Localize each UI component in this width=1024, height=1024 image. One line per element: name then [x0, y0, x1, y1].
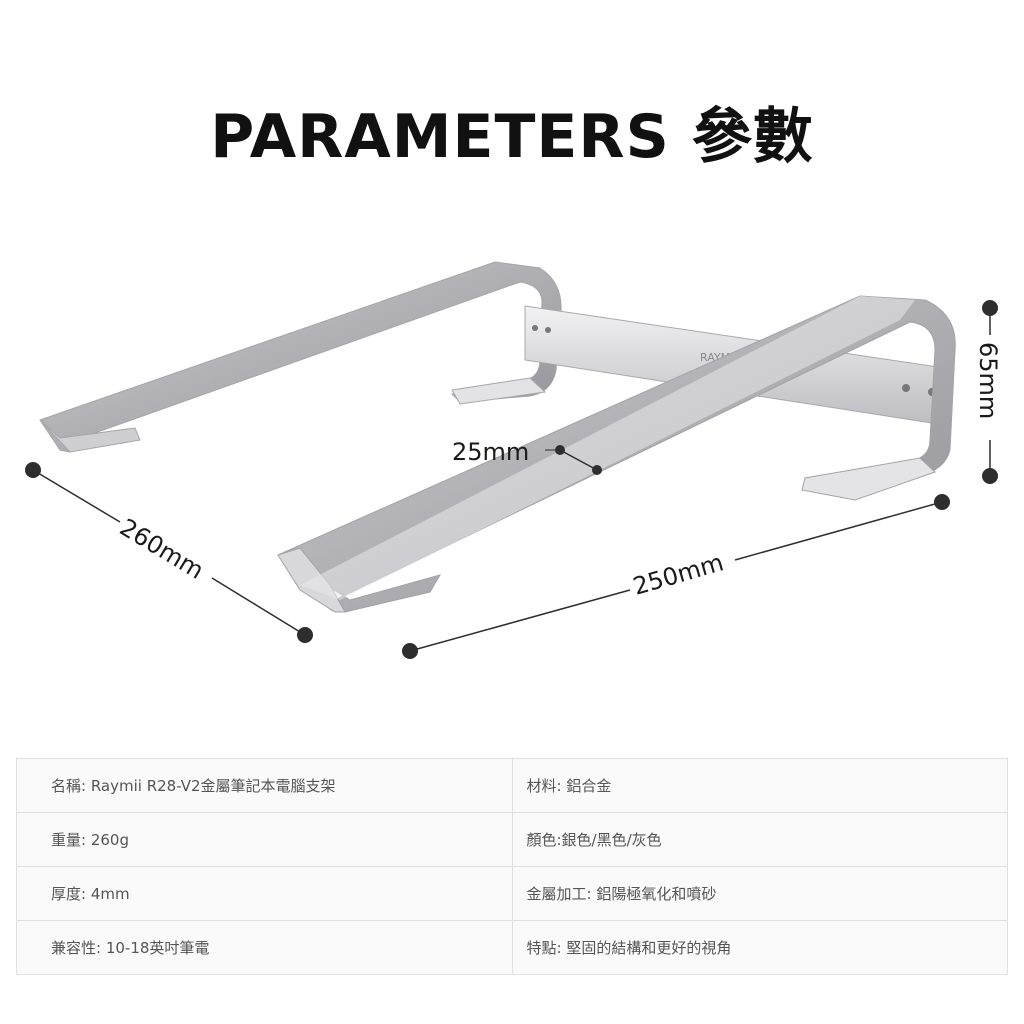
spec-material: 材料: 鋁合金 — [511, 758, 1008, 813]
table-row: 名稱: Raymii R28-V2金屬筆記本電腦支架 材料: 鋁合金 — [16, 758, 1008, 813]
table-row: 重量: 260g 顏色:銀色/黑色/灰色 — [16, 812, 1008, 867]
spec-table: 名稱: Raymii R28-V2金屬筆記本電腦支架 材料: 鋁合金 重量: 2… — [16, 758, 1008, 975]
front-arm — [276, 295, 956, 613]
back-arm — [39, 261, 562, 453]
length-label: 260mm — [115, 513, 209, 585]
height-label: 65mm — [974, 342, 1002, 419]
spec-finish: 金屬加工: 鋁陽極氧化和噴砂 — [511, 866, 1008, 921]
page-title: PARAMETERS 參數 — [210, 102, 814, 172]
table-row: 厚度: 4mm 金屬加工: 鋁陽極氧化和噴砂 — [16, 866, 1008, 921]
spec-colors: 顏色:銀色/黑色/灰色 — [511, 812, 1008, 867]
spec-name: 名稱: Raymii R28-V2金屬筆記本電腦支架 — [16, 758, 513, 813]
thickness-label: 25mm — [452, 438, 529, 466]
thickness-dimension: 25mm — [452, 438, 602, 475]
spec-features: 特點: 堅固的結構和更好的視角 — [511, 920, 1008, 975]
spec-weight: 重量: 260g — [16, 812, 513, 867]
table-row: 兼容性: 10-18英吋筆電 特點: 堅固的結構和更好的視角 — [16, 920, 1008, 975]
length-dimension: 260mm — [25, 462, 313, 643]
width-label: 250mm — [630, 548, 727, 600]
height-dimension: 65mm — [974, 300, 1002, 484]
spec-compatibility: 兼容性: 10-18英吋筆電 — [16, 920, 513, 975]
spec-thickness: 厚度: 4mm — [16, 866, 513, 921]
